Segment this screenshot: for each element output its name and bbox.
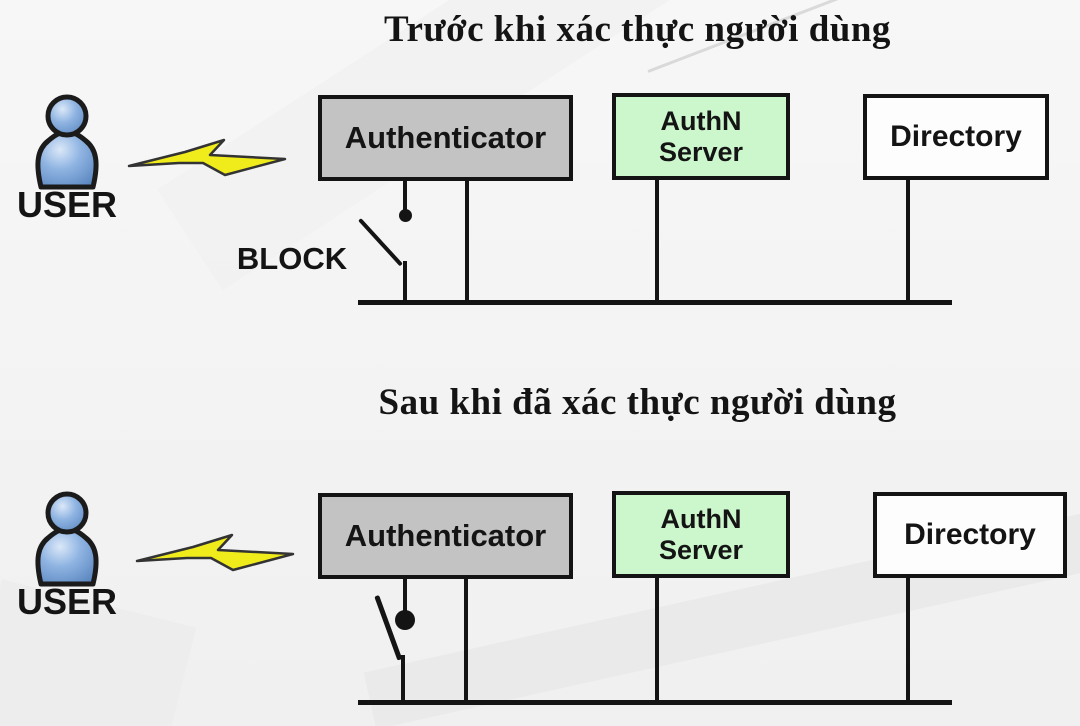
switch-connector-line xyxy=(403,180,407,212)
authn-server-box: AuthN Server xyxy=(612,491,790,578)
authenticator-bus-line xyxy=(465,180,469,303)
block-label: BLOCK xyxy=(236,241,348,276)
user-icon xyxy=(26,94,108,190)
authenticator-bus-line xyxy=(464,578,468,703)
switch-connector-line xyxy=(403,578,407,614)
authn-server-bus-line xyxy=(655,179,659,303)
directory-box: Directory xyxy=(863,94,1049,180)
directory-bus-line xyxy=(906,179,910,303)
authn-server-bus-line xyxy=(655,578,659,703)
switch-connector-line xyxy=(403,261,407,303)
authn-server-box: AuthN Server xyxy=(612,93,790,180)
section-title-before-auth: Trước khi xác thực người dùng xyxy=(384,9,891,50)
switch-contact-dot xyxy=(399,209,412,222)
switch-open-lever xyxy=(358,218,403,267)
user-label: USER xyxy=(16,581,118,622)
user-label: USER xyxy=(16,184,118,225)
switch-connector-line xyxy=(401,655,405,703)
authenticator-box: Authenticator xyxy=(318,493,573,579)
authenticator-box: Authenticator xyxy=(318,95,573,181)
section-title-after-auth: Sau khi đã xác thực người dùng xyxy=(378,382,897,423)
directory-box: Directory xyxy=(873,492,1067,578)
user-icon xyxy=(26,491,108,587)
switch-contact-dot xyxy=(395,610,415,630)
directory-bus-line xyxy=(906,578,910,703)
lightning-bolt-icon xyxy=(135,530,295,582)
lightning-bolt-icon xyxy=(127,135,287,187)
